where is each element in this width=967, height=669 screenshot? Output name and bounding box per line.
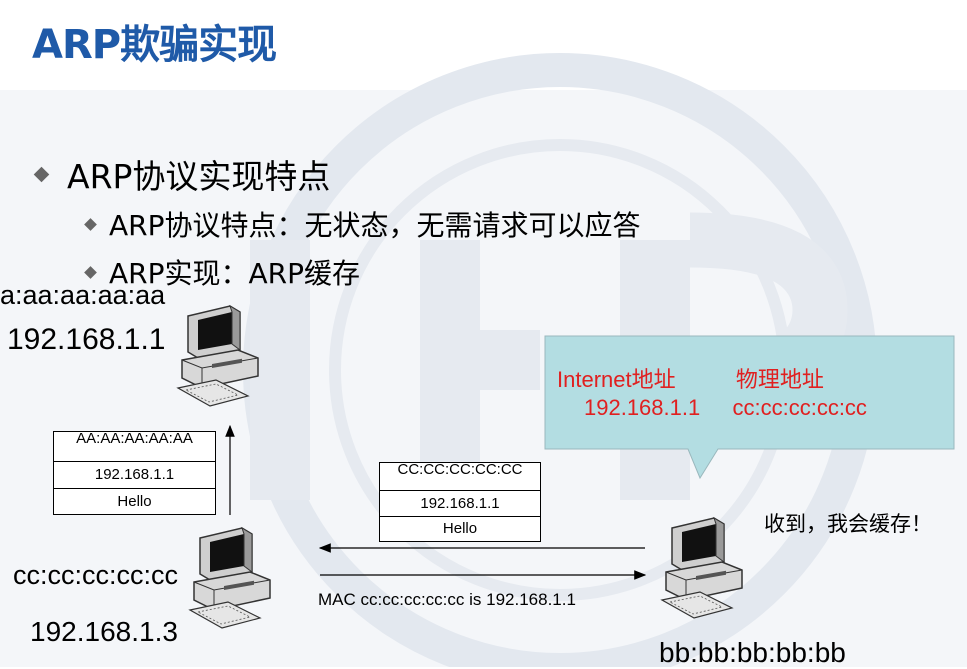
packet-payload-cell: Hello xyxy=(442,520,478,537)
callout-headers: Internet地址 物理地址 xyxy=(557,362,824,394)
packet-mac-cell: AA:AA:AA:AA:AA xyxy=(54,432,215,462)
callout-ip-header: Internet地址 xyxy=(557,367,676,392)
host-c-mac: cc:cc:cc:cc:cc xyxy=(13,560,179,590)
computer-c-icon xyxy=(189,527,271,629)
bullet-text: ARP实现：ARP缓存 xyxy=(109,257,360,290)
packet-payload-cell: Hello xyxy=(117,493,152,510)
callout-values: 192.168.1.1 cc:cc:cc:cc:cc xyxy=(584,395,867,421)
callout-mac-value: cc:cc:cc:cc:cc xyxy=(732,395,867,420)
arp-reply-message: MAC cc:cc:cc:cc:cc is 192.168.1.1 xyxy=(318,590,576,609)
bullet-text: ARP协议特点：无状态，无需请求可以应答 xyxy=(109,209,641,242)
host-a-mac: a:aa:aa:aa:aa xyxy=(0,280,166,310)
host-b-mac: bb:bb:bb:bb:bb xyxy=(659,637,846,668)
computer-b-icon xyxy=(661,517,743,619)
host-c-ip: 192.168.1.3 xyxy=(30,616,178,647)
bullet-text: ARP协议实现特点 xyxy=(67,157,331,196)
bullet-level1: ARP协议实现特点 xyxy=(33,150,331,198)
callout-ip-value: 192.168.1.1 xyxy=(584,395,701,420)
computer-a-icon xyxy=(177,305,259,407)
forwarded-packet: AA:AA:AA:AA:AA 192.168.1.1 Hello xyxy=(53,431,216,515)
callout-mac-header: 物理地址 xyxy=(735,367,824,392)
slide-title: ARP欺骗实现 xyxy=(32,22,277,68)
bullet-level2: ARP实现：ARP缓存 xyxy=(84,252,360,292)
packet-ip-cell: 192.168.1.1 xyxy=(54,462,215,489)
cache-ack-text: 收到，我会缓存！ xyxy=(764,512,932,536)
packet-mac-cell: CC:CC:CC:CC:CC xyxy=(380,463,540,491)
sent-packet: CC:CC:CC:CC:CC 192.168.1.1 Hello xyxy=(379,462,541,542)
bullet-level2: ARP协议特点：无状态，无需请求可以应答 xyxy=(84,204,641,244)
host-a-ip: 192.168.1.1 xyxy=(7,323,166,356)
arp-cache-callout xyxy=(544,335,955,480)
packet-ip-cell: 192.168.1.1 xyxy=(380,491,540,517)
